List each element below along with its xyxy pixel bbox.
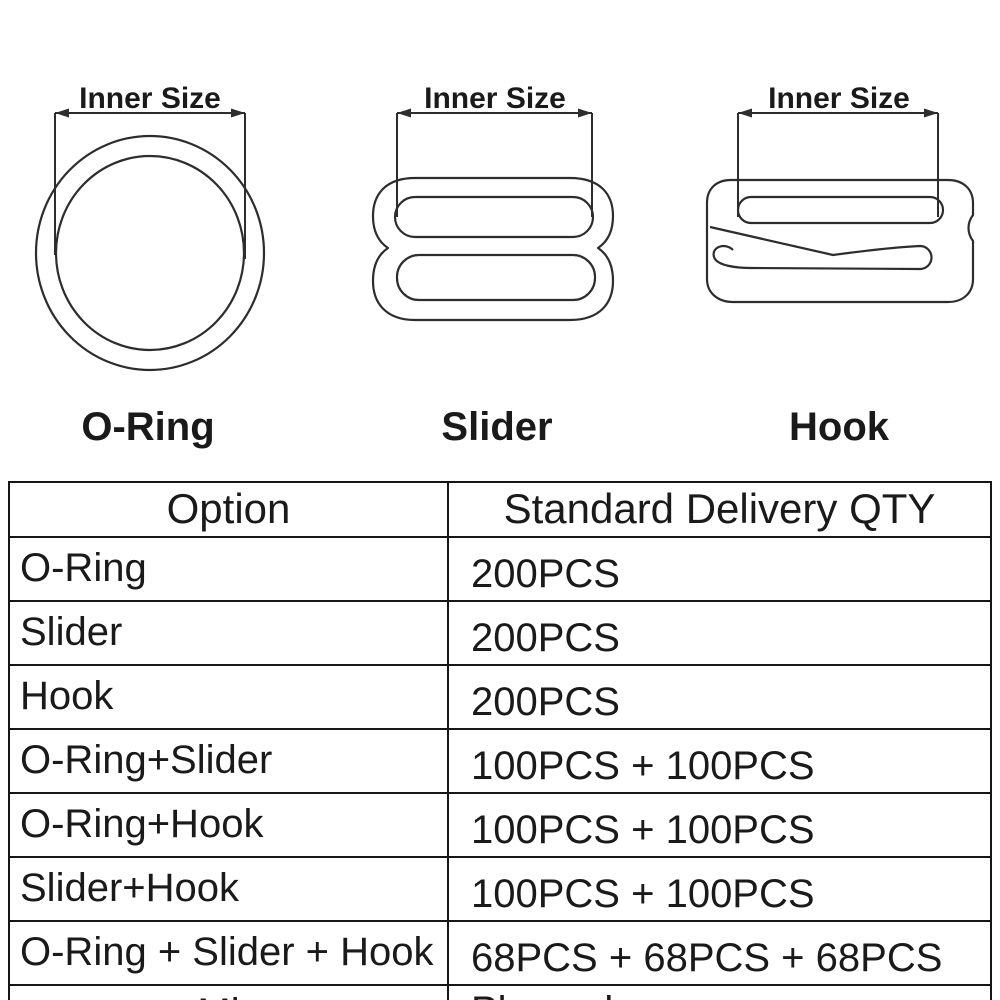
hook-dim-arrow-right-icon [924,108,938,118]
slider-inner-size-label: Inner Size [424,82,566,115]
hook-caption: Hook [789,405,890,449]
option-cell: Slider [8,600,449,666]
qty-cell: 200PCS [447,664,992,730]
hook-dim-arrow-left-icon [738,108,752,118]
option-cell: O-Ring+Hook [8,792,449,858]
table-header-qty: Standard Delivery QTY [447,481,992,538]
table-row-mix: Mix Please leave a message. [8,984,992,1000]
table-row: O-Ring 200PCS [8,536,992,602]
option-cell-mix: Mix [8,984,449,1000]
table-row: O-Ring + Slider + Hook 68PCS + 68PCS + 6… [8,920,992,986]
qty-cell-mix: Please leave a message. [447,984,992,1000]
qty-cell: 68PCS + 68PCS + 68PCS [447,920,992,986]
oring-caption: O-Ring [81,405,214,449]
qty-cell: 100PCS + 100PCS [447,856,992,922]
option-cell: Slider+Hook [8,856,449,922]
oring-dim-arrow-left-icon [55,108,69,118]
oring-outer-circle [34,134,266,372]
oring-inner-size-label: Inner Size [79,82,221,115]
oring-dim-arrow-right-icon [231,108,245,118]
table-row: Slider+Hook 100PCS + 100PCS [8,856,992,922]
table-row: O-Ring+Slider 100PCS + 100PCS [8,728,992,794]
slider-top-slot [393,195,595,239]
option-cell: Hook [8,664,449,730]
spec-table: Option Standard Delivery QTY O-Ring 200P… [8,481,992,1000]
slider-bottom-slot [395,253,597,302]
slider-outer-outline [371,176,615,322]
figure-slider: Inner Size Slider [371,82,615,449]
figure-hook: Inner Size Hook [705,82,975,449]
qty-cell: 200PCS [447,536,992,602]
table-header-row: Option Standard Delivery QTY [8,481,992,538]
option-cell: O-Ring + Slider + Hook [8,920,449,986]
slider-dim-arrow-right-icon [578,108,592,118]
table-row: Slider 200PCS [8,600,992,666]
slider-dim-arrow-left-icon [397,108,411,118]
hook-outer-outline [705,178,975,304]
figure-oring: Inner Size O-Ring [34,82,266,449]
oring-inner-circle [54,154,246,352]
hook-top-slot [736,195,945,225]
qty-cell: 200PCS [447,600,992,666]
table-row: Hook 200PCS [8,664,992,730]
table-header-option: Option [8,481,449,538]
hook-tongue-cutout [709,225,933,271]
table-row: O-Ring+Hook 100PCS + 100PCS [8,792,992,858]
option-cell: O-Ring+Slider [8,728,449,794]
qty-cell: 100PCS + 100PCS [447,792,992,858]
qty-cell: 100PCS + 100PCS [447,728,992,794]
slider-caption: Slider [441,405,552,449]
option-cell: O-Ring [8,536,449,602]
hook-inner-size-label: Inner Size [768,82,910,115]
